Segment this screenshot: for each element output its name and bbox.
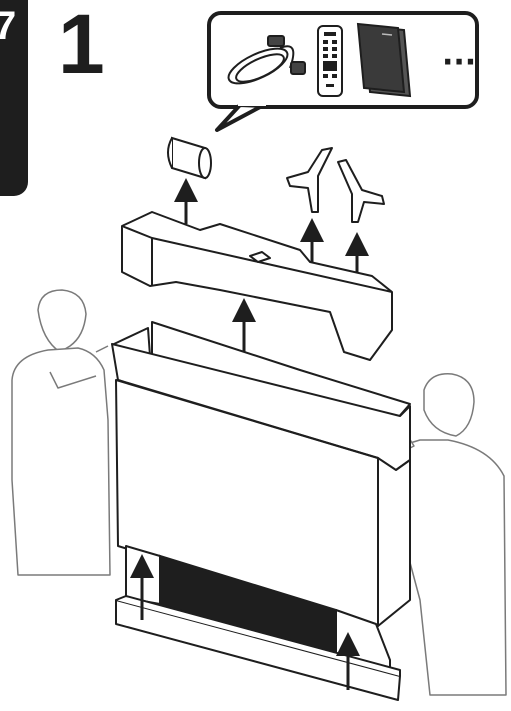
chapter-tab-label: 7 — [0, 4, 17, 48]
accessories-callout: ··· — [207, 11, 479, 132]
top-foam-insert-icon — [121, 211, 393, 361]
chapter-tab: 7 — [0, 0, 28, 196]
stand-leg-left-icon — [286, 147, 333, 213]
step-number: 1 — [58, 0, 105, 91]
tv-box-icon — [111, 321, 411, 627]
stand-leg-right-icon — [337, 159, 385, 223]
more-indicator: ··· — [442, 45, 476, 80]
power-cable-icon — [227, 35, 306, 85]
foam-block-icon — [167, 136, 212, 180]
remote-control-icon — [317, 25, 343, 97]
person-left-icon — [11, 289, 111, 576]
user-manual-icon — [356, 22, 412, 98]
